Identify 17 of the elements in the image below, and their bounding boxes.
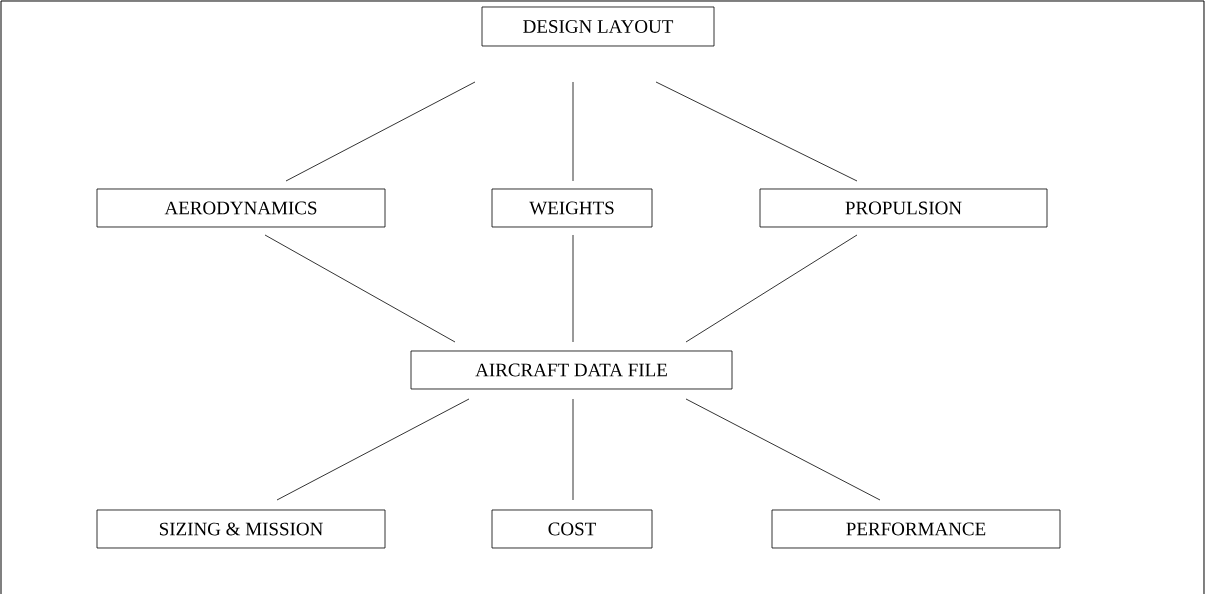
connector-line <box>264 234 456 343</box>
connector-line <box>685 234 858 343</box>
process-box: SIZING & MISSION <box>96 509 386 549</box>
process-box: COST <box>491 509 653 549</box>
process-box: PERFORMANCE <box>771 509 1061 549</box>
process-box: AIRCRAFT DATA FILE <box>410 350 733 390</box>
process-box: WEIGHTS <box>491 188 653 228</box>
connector-line <box>572 234 574 343</box>
connector-line <box>572 398 574 501</box>
connector-line <box>685 398 881 501</box>
connector-line <box>276 398 470 501</box>
connector-line <box>655 81 858 182</box>
connector-line <box>572 81 574 182</box>
process-box: PROPULSION <box>759 188 1048 228</box>
process-box: AERODYNAMICS <box>96 188 386 228</box>
connector-line <box>285 81 476 182</box>
process-box: DESIGN LAYOUT <box>481 6 715 47</box>
